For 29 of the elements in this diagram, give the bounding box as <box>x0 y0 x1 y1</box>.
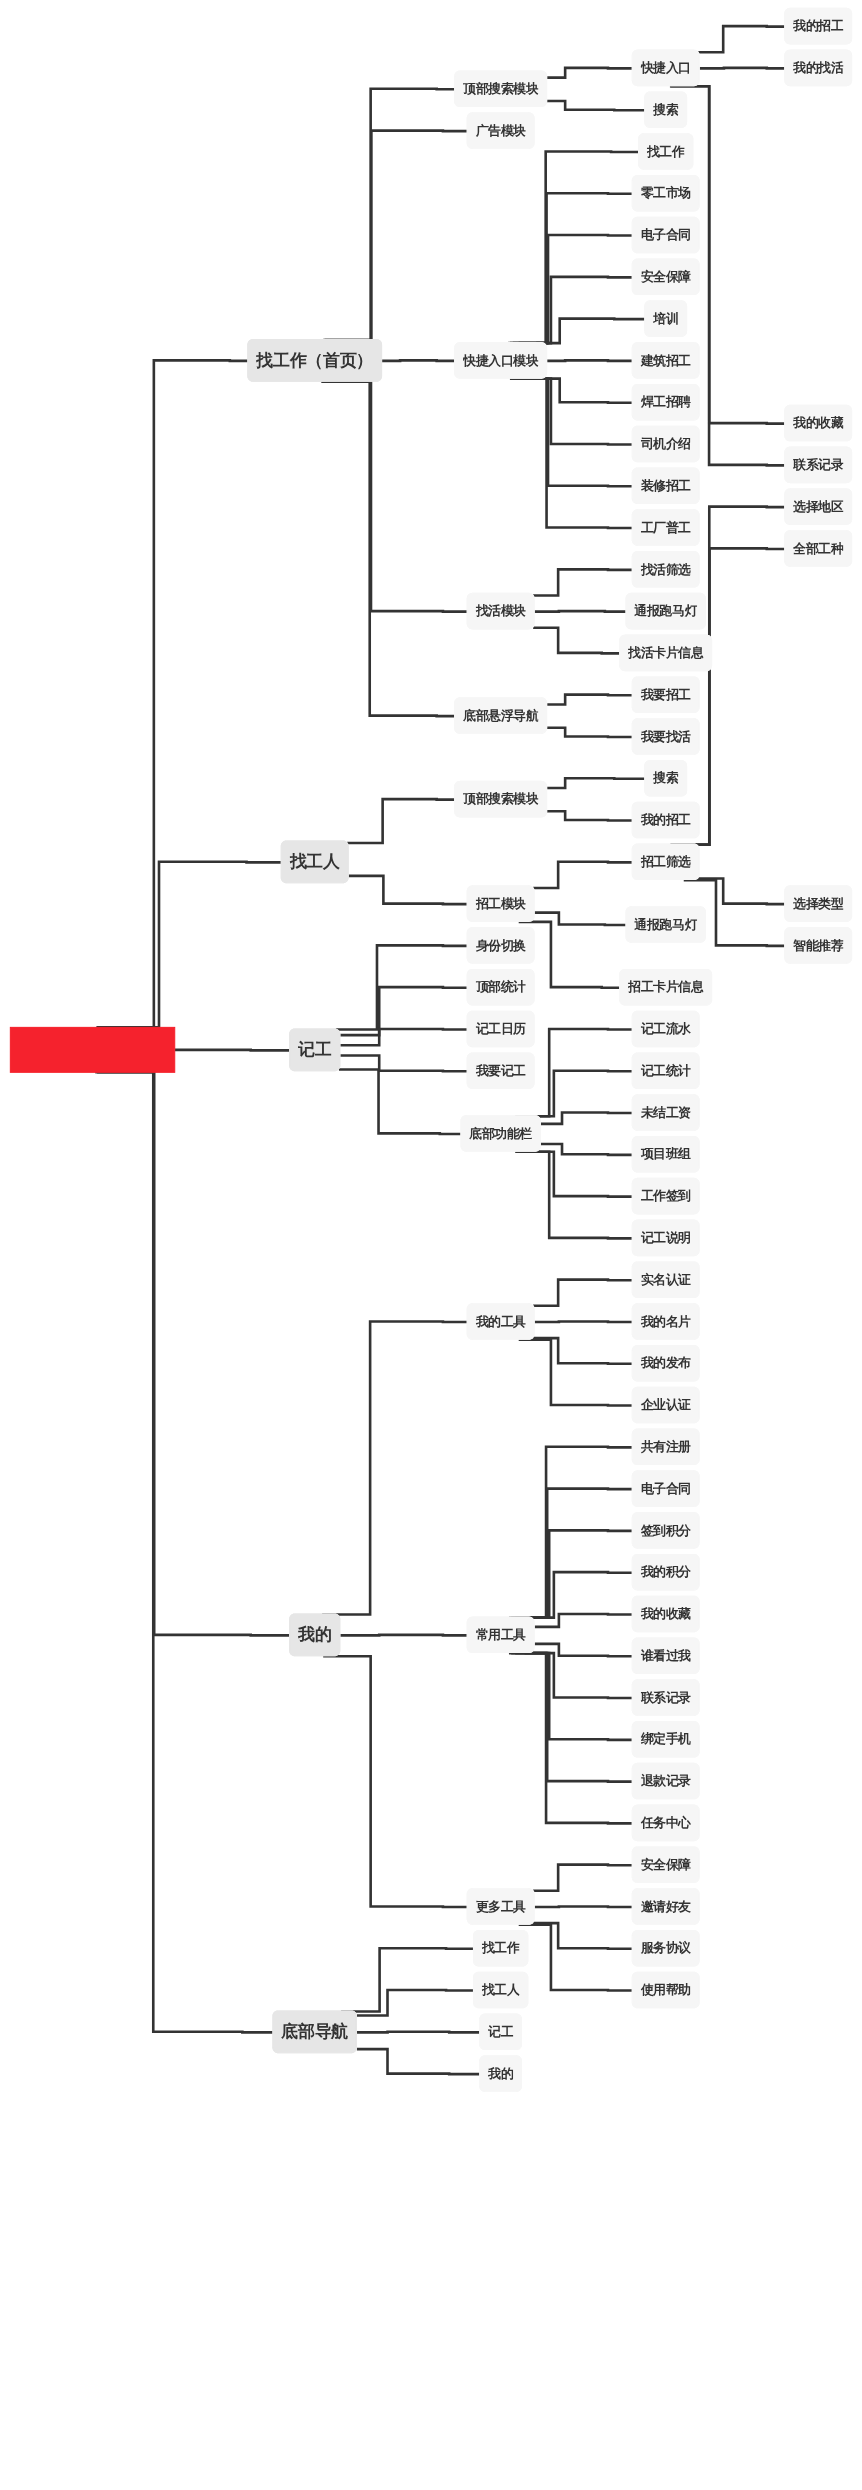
node-box <box>9 1026 176 1073</box>
connector <box>533 1863 633 1893</box>
connector <box>340 985 468 1037</box>
connector <box>547 359 633 363</box>
connector <box>547 726 633 739</box>
connector <box>356 1988 474 2017</box>
connector <box>534 1905 633 1909</box>
connector <box>534 1642 633 1658</box>
connector <box>533 1921 633 1951</box>
connector <box>533 568 633 597</box>
connector <box>534 609 627 613</box>
connector <box>540 1111 633 1126</box>
connector <box>323 1654 468 1909</box>
connector <box>340 1633 468 1637</box>
connector <box>533 1336 633 1366</box>
connector <box>533 1278 633 1308</box>
connector <box>547 810 633 822</box>
connector <box>335 944 468 1031</box>
connector <box>533 860 633 890</box>
connector <box>534 1612 633 1629</box>
connector <box>340 1027 468 1047</box>
connector <box>540 1142 633 1157</box>
connector <box>547 66 633 79</box>
connector <box>534 1320 633 1324</box>
connector <box>508 1651 633 1825</box>
connector <box>340 1054 468 1073</box>
connector <box>547 693 633 706</box>
connector <box>534 911 627 927</box>
connector <box>348 874 468 906</box>
